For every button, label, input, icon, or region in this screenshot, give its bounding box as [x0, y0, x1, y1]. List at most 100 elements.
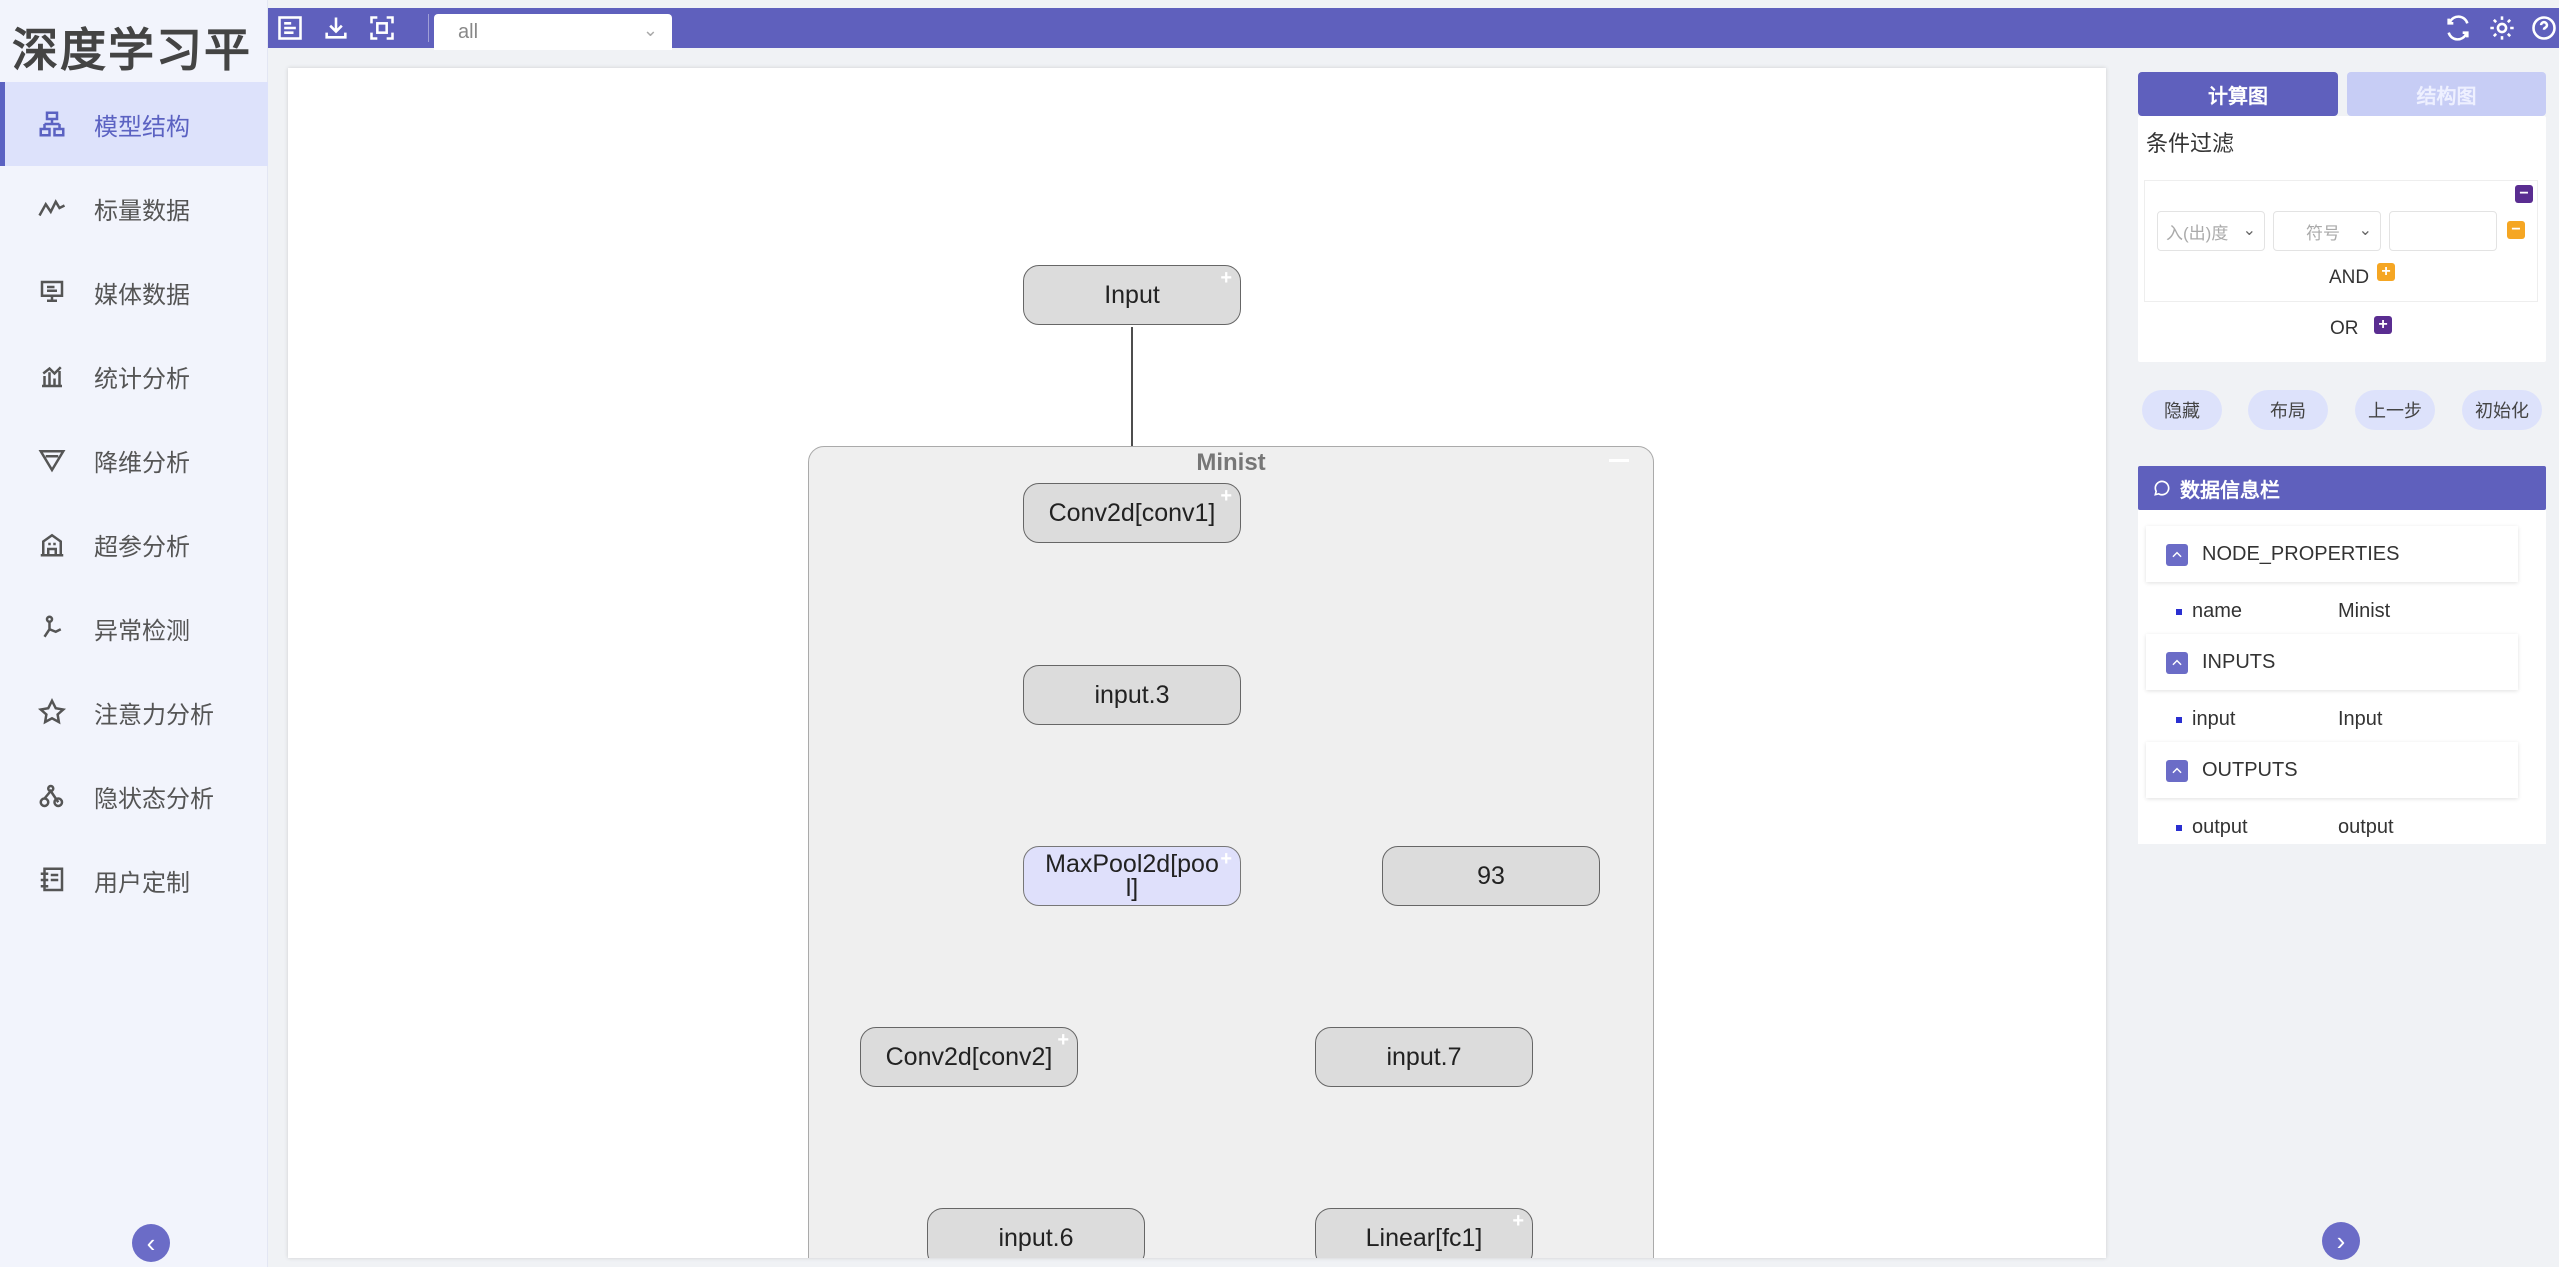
graph-toolbar: all ⌄ — [268, 8, 2559, 50]
toolbar-divider — [428, 14, 429, 42]
chevron-down-icon: ⌄ — [2358, 222, 2372, 239]
sidebar-item-dimension-reduction[interactable]: 降维分析 — [0, 418, 268, 502]
property-value: Input — [2338, 708, 2383, 730]
symbol-select[interactable]: 符号 ⌄ — [2273, 211, 2381, 251]
layout-button[interactable]: 布局 — [2248, 390, 2328, 430]
sidebar-item-label: 隐状态分析 — [94, 785, 214, 813]
sidebar-item-hyperparam[interactable]: 超参分析 — [0, 502, 268, 586]
value-input[interactable] — [2389, 211, 2497, 251]
section-title: INPUTS — [2202, 650, 2276, 673]
sidebar-item-label: 注意力分析 — [94, 701, 214, 729]
section-title: OUTPUTS — [2202, 758, 2298, 781]
expand-plus-icon[interactable]: + — [1220, 485, 1232, 507]
graph-canvas[interactable]: Minist Input + Conv2d[conv1] + input.3 M… — [288, 68, 2106, 1258]
expand-plus-icon[interactable]: + — [1057, 1029, 1069, 1051]
section-node-properties[interactable]: NODE_PROPERTIES — [2146, 526, 2518, 582]
data-info-title: 数据信息栏 — [2180, 479, 2280, 502]
hide-button[interactable]: 隐藏 — [2142, 390, 2222, 430]
expand-plus-icon[interactable]: + — [1512, 1210, 1524, 1232]
graph-node-pool[interactable]: MaxPool2d[poo l] + — [1023, 846, 1241, 906]
node-label: MaxPool2d[poo l] — [1045, 850, 1219, 902]
graph-node-input[interactable]: Input + — [1023, 265, 1241, 325]
graph-node-conv2[interactable]: Conv2d[conv2] + — [860, 1027, 1078, 1087]
graph-node-fc1[interactable]: Linear[fc1] + — [1315, 1208, 1533, 1258]
degree-select[interactable]: 入(出)度 ⌄ — [2157, 211, 2265, 251]
sidebar-item-statistics[interactable]: 统计分析 — [0, 334, 268, 418]
settings-gear-icon[interactable] — [2486, 12, 2518, 44]
pulse-icon — [34, 610, 70, 646]
node-label: Input — [1104, 281, 1160, 309]
expand-plus-icon[interactable]: + — [1220, 848, 1232, 870]
and-label: AND — [2329, 267, 2370, 288]
chevron-up-icon[interactable] — [2166, 760, 2188, 782]
section-inputs[interactable]: INPUTS — [2146, 634, 2518, 690]
section-outputs[interactable]: OUTPUTS — [2146, 742, 2518, 798]
bullet-icon — [2176, 716, 2182, 723]
graph-node-input3[interactable]: input.3 — [1023, 665, 1241, 725]
section-title: NODE_PROPERTIES — [2202, 542, 2400, 565]
property-value: Minist — [2338, 600, 2391, 622]
property-row: input Input — [2176, 708, 2382, 731]
sidebar-item-hidden-state[interactable]: 隐状态分析 — [0, 754, 268, 838]
sidebar-item-media-data[interactable]: 媒体数据 — [0, 250, 268, 334]
property-row: output output — [2176, 816, 2394, 839]
expand-plus-icon[interactable]: + — [1220, 267, 1232, 289]
node-label: Linear[fc1] — [1365, 1224, 1483, 1252]
node-label: Conv2d[conv1] — [1048, 499, 1216, 527]
sidebar-item-label: 降维分析 — [94, 449, 190, 477]
group-title: Minist — [1196, 449, 1266, 476]
graph-node-input6[interactable]: input.6 — [927, 1208, 1145, 1258]
sidebar-item-label: 统计分析 — [94, 365, 190, 393]
sidebar-item-model-structure[interactable]: 模型结构 — [0, 82, 268, 166]
chevron-down-icon: ⌄ — [2242, 222, 2256, 239]
sidebar-menu: 模型结构 标量数据 媒体数据 统计分析 降维分析 超参分析 异常检测 注意力分 — [0, 82, 268, 922]
remove-condition-button[interactable]: − — [2507, 221, 2525, 239]
hidden-state-icon — [34, 778, 70, 814]
sidebar-item-custom[interactable]: 用户定制 — [0, 838, 268, 922]
sidebar-item-anomaly[interactable]: 异常检测 — [0, 586, 268, 670]
chevron-up-icon[interactable] — [2166, 652, 2188, 674]
group-collapse-button[interactable] — [1609, 459, 1629, 462]
property-row: name Minist — [2176, 600, 2390, 623]
graph-node-conv1[interactable]: Conv2d[conv1] + — [1023, 483, 1241, 543]
chevron-up-icon[interactable] — [2166, 544, 2188, 566]
graph-node-input7[interactable]: input.7 — [1315, 1027, 1533, 1087]
help-icon[interactable] — [2528, 12, 2559, 44]
graph-filter-value: all — [458, 20, 479, 43]
sidebar-item-label: 超参分析 — [94, 533, 190, 561]
filter-title: 条件过滤 — [2146, 131, 2235, 156]
bullet-icon — [2176, 608, 2182, 615]
graph-list-icon[interactable] — [274, 12, 306, 44]
node-label: Conv2d[conv2] — [885, 1043, 1053, 1071]
sidebar-item-label: 标量数据 — [94, 197, 190, 225]
sidebar-item-attention[interactable]: 注意力分析 — [0, 670, 268, 754]
custom-icon — [34, 862, 70, 898]
panel-next-button[interactable]: › — [2322, 1222, 2360, 1260]
fit-screen-icon[interactable] — [366, 12, 398, 44]
tab-compute-graph[interactable]: 计算图 — [2138, 72, 2338, 116]
chevron-down-icon: ⌄ — [642, 20, 658, 40]
bar-stat-icon — [34, 358, 70, 394]
tab-structure-graph[interactable]: 结构图 — [2347, 72, 2546, 116]
sidebar-item-scalar-data[interactable]: 标量数据 — [0, 166, 268, 250]
node-label: input.3 — [1094, 681, 1170, 709]
bullet-icon — [2176, 824, 2182, 831]
refresh-icon[interactable] — [2442, 12, 2474, 44]
symbol-select-placeholder: 符号 — [2306, 223, 2340, 243]
node-label: input.6 — [998, 1224, 1074, 1252]
add-and-condition-button[interactable]: + — [2377, 263, 2395, 281]
graph-filter-select[interactable]: all ⌄ — [434, 14, 672, 50]
remove-group-button[interactable]: − — [2515, 185, 2533, 203]
degree-select-placeholder: 入(出)度 — [2166, 223, 2229, 243]
init-button[interactable]: 初始化 — [2462, 390, 2542, 430]
undo-button[interactable]: 上一步 — [2355, 390, 2435, 430]
sidebar: 深度学习平台 模型结构 标量数据 媒体数据 统计分析 降维分析 超参分析 异常检… — [0, 0, 268, 1267]
download-icon[interactable] — [320, 12, 352, 44]
sidebar-collapse-button[interactable]: ‹ — [132, 1224, 170, 1262]
data-info-header: 数据信息栏 — [2138, 466, 2546, 510]
or-label: OR — [2330, 318, 2359, 339]
add-or-condition-button[interactable]: + — [2374, 316, 2392, 334]
graph-node-93[interactable]: 93 — [1382, 846, 1600, 906]
sidebar-item-label: 用户定制 — [94, 869, 190, 897]
property-key: name — [2192, 600, 2243, 622]
